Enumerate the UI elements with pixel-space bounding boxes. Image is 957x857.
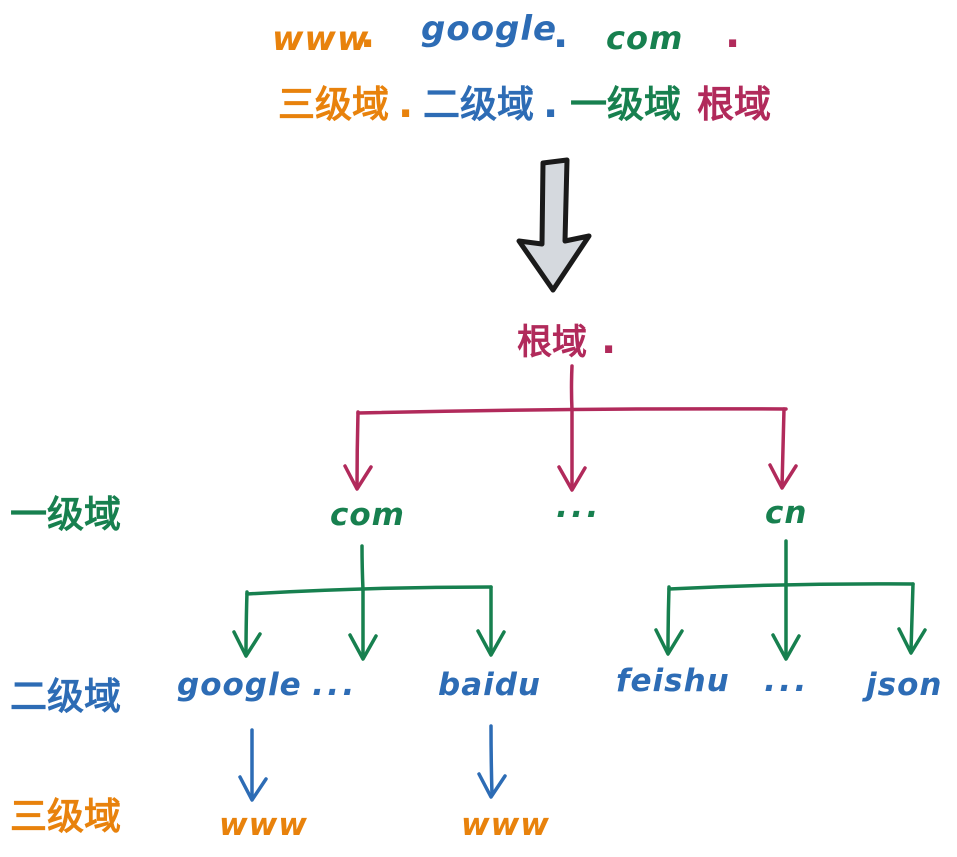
level2-branches xyxy=(238,724,507,802)
example-part-com: com xyxy=(606,19,684,57)
example-dot-2: . xyxy=(553,11,569,57)
node-cn: cn xyxy=(765,495,808,531)
node-cn-ellipsis: ... xyxy=(764,661,810,699)
example-label-dot-2: . xyxy=(543,81,559,127)
example-label-level1: 一级域 xyxy=(570,83,681,126)
example-dot-1: . xyxy=(360,11,376,57)
big-down-arrow-icon xyxy=(516,157,592,293)
example-label-root: 根域 xyxy=(697,83,771,126)
node-baidu: baidu xyxy=(438,667,541,703)
node-com: com xyxy=(330,497,405,533)
example-label-level3: 三级域 xyxy=(278,83,389,126)
row-label-level1: 一级域 xyxy=(10,493,121,536)
tree-root-label: 根域 xyxy=(517,323,588,363)
root-branches xyxy=(343,364,798,492)
node-json: json xyxy=(866,667,943,703)
node-www-baidu: www xyxy=(461,807,550,843)
node-www-google: www xyxy=(219,807,308,843)
example-part-google: google xyxy=(421,9,558,49)
example-part-www: www xyxy=(272,19,370,59)
node-feishu: feishu xyxy=(616,663,730,699)
node-com-ellipsis: ... xyxy=(312,665,358,703)
example-root-dot: . xyxy=(725,11,741,57)
tree-root-dot: . xyxy=(601,317,617,363)
example-label-level2: 二级域 xyxy=(423,83,534,126)
row-label-level2: 二级域 xyxy=(10,675,121,718)
cn-branches xyxy=(654,539,927,661)
node-google: google xyxy=(177,667,302,703)
row-label-level3: 三级域 xyxy=(10,795,121,838)
node-level1-ellipsis: ... xyxy=(556,487,602,525)
com-branches xyxy=(232,544,506,661)
example-label-dot-1: . xyxy=(398,81,414,127)
